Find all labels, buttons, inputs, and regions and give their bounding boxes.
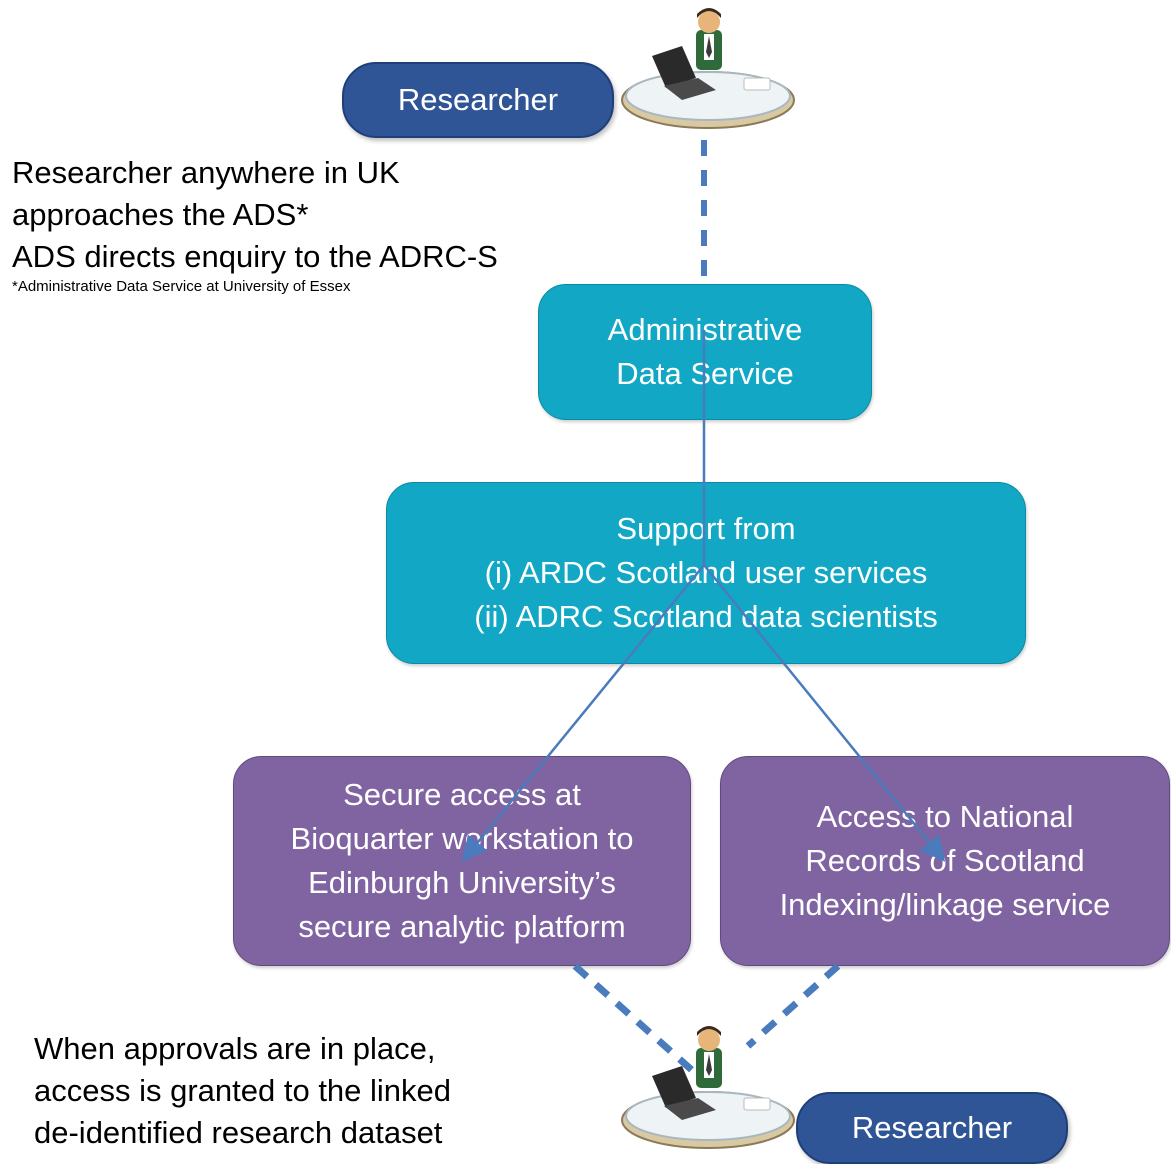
nrs-box: Access to National Records of Scotland I… <box>720 756 1170 966</box>
secure-access-line: Secure access at <box>343 777 581 812</box>
researcher-label-top: Researcher <box>397 82 559 117</box>
secure-access-line: Bioquarter workstation to <box>290 821 634 856</box>
ads-box-line: Administrative <box>607 312 803 347</box>
secure-access-line: Edinburgh University’s <box>308 865 616 900</box>
intro-footnote: *Administrative Data Service at Universi… <box>12 278 351 295</box>
support-box-line: (i) ARDC Scotland user services <box>484 555 928 590</box>
researcher-desk-icon-top <box>621 8 795 129</box>
nrs-box-line: Records of Scotland <box>805 843 1085 878</box>
secure-access-box: Secure access at Bioquarter workstation … <box>233 756 691 966</box>
intro-line: ADS directs enquiry to the ADRC-S <box>12 239 498 274</box>
outcome-line: access is granted to the linked <box>34 1073 452 1108</box>
nrs-box-line: Indexing/linkage service <box>779 887 1111 922</box>
intro-text: Researcher anywhere in UK approaches the… <box>12 152 498 296</box>
ads-box: Administrative Data Service <box>538 284 872 420</box>
intro-line: approaches the ADS* <box>12 197 309 232</box>
support-box-line: Support from <box>616 511 796 546</box>
support-box: Support from (i) ARDC Scotland user serv… <box>386 482 1026 664</box>
outcome-line: When approvals are in place, <box>34 1031 436 1066</box>
researcher-desk-icon-bottom <box>621 1026 795 1149</box>
researcher-label-bottom: Researcher <box>851 1110 1013 1145</box>
secure-access-line: secure analytic platform <box>298 909 626 944</box>
intro-line: Researcher anywhere in UK <box>12 155 400 190</box>
researcher-badge-bottom: Researcher <box>796 1092 1068 1164</box>
support-box-line: (ii) ADRC Scotland data scientists <box>474 599 938 634</box>
ads-box-line: Data Service <box>616 356 794 391</box>
outcome-text: When approvals are in place, access is g… <box>34 1028 451 1154</box>
nrs-box-line: Access to National <box>816 799 1074 834</box>
outcome-line: de-identified research dataset <box>34 1115 443 1150</box>
researcher-badge-top: Researcher <box>342 62 614 138</box>
